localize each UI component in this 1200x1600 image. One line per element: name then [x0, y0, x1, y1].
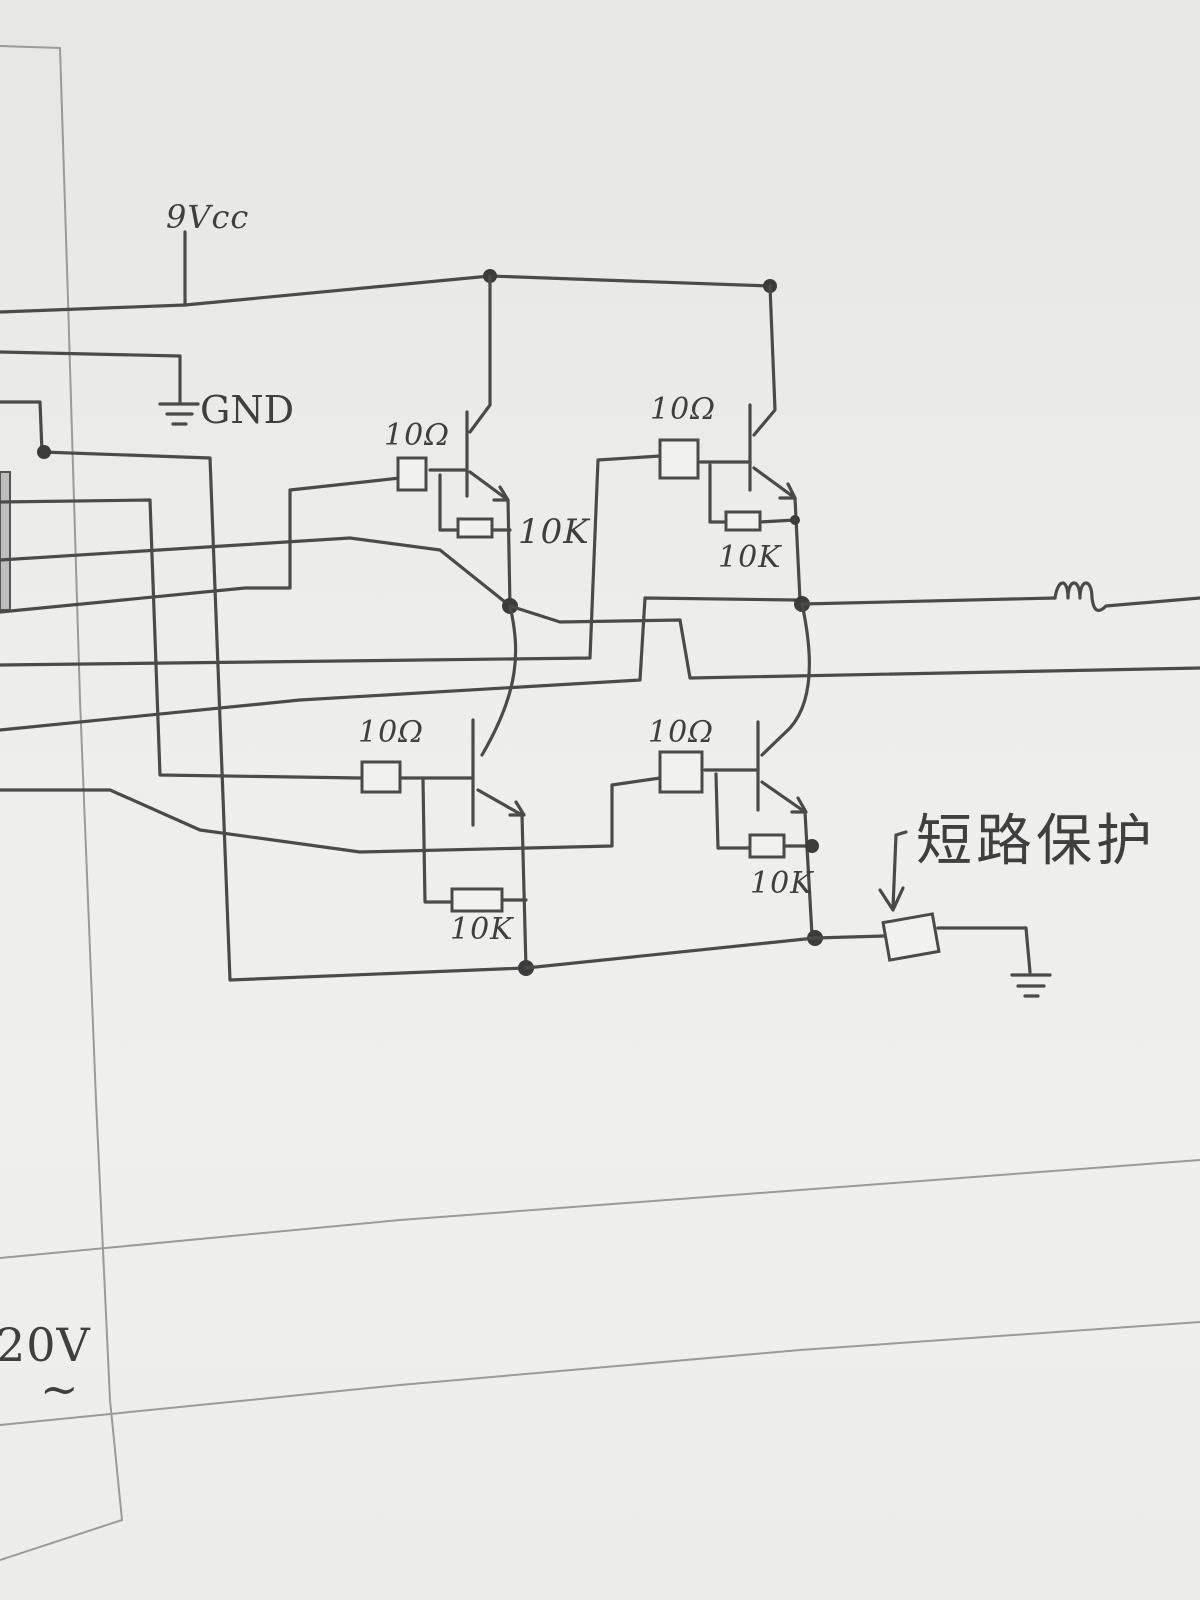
q4-be-resistor — [748, 833, 786, 859]
q3-be-res-wire — [421, 778, 528, 904]
input-wire-7 — [0, 776, 662, 854]
q4-collector — [760, 602, 811, 757]
q1-base-resistor-label: 10Ω — [384, 418, 451, 453]
q2-be-res-wire — [708, 463, 797, 524]
q2-be-resistor-label: 10K — [718, 540, 782, 575]
input-wire-4 — [0, 476, 402, 614]
q3-be-resistor — [450, 887, 504, 913]
margin-line-bottom — [0, 1519, 123, 1561]
q1-emitter-arrow — [492, 485, 510, 502]
ac-symbol-label: ~ — [40, 1362, 80, 1416]
junction-input-1 — [37, 445, 51, 459]
gnd-symbol — [158, 402, 200, 426]
junction-q4-emitter — [805, 839, 819, 853]
rule-line-1 — [0, 1159, 1200, 1259]
left-connector-block — [0, 471, 11, 611]
rule-line-2 — [0, 1321, 1200, 1426]
margin-line-vertical — [59, 47, 123, 1521]
q3-base-resistor — [360, 760, 402, 794]
mid-bridge — [508, 604, 1200, 680]
protection-label: 短路保护 — [916, 809, 1156, 874]
input-wire-2 — [0, 498, 362, 780]
q2-emitter — [752, 466, 802, 602]
protection-resistor — [881, 912, 941, 962]
input-wire-3 — [0, 536, 512, 608]
q3-collector — [480, 604, 518, 757]
q3-base-resistor-label: 10Ω — [358, 715, 425, 750]
ground-symbol — [1010, 973, 1052, 998]
bottom-rail — [524, 934, 886, 970]
q4-base-resistor-label: 10Ω — [648, 715, 715, 750]
junction-q2-emitter — [790, 515, 800, 525]
load-coil — [1053, 581, 1200, 612]
q3-emitter-arrow — [508, 800, 526, 817]
q2-be-resistor — [724, 510, 762, 532]
q2-base-resistor-label: 10Ω — [650, 392, 717, 427]
q3-be-resistor-label: 10K — [450, 912, 514, 947]
q1-be-resistor — [456, 517, 494, 539]
q4-be-resistor-label: 10K — [750, 866, 814, 901]
gnd-label: GND — [200, 388, 295, 432]
q1-be-res-wire — [438, 473, 512, 532]
q2-base-resistor — [658, 438, 700, 480]
protection-to-ground — [936, 926, 1032, 974]
margin-line-top — [0, 45, 61, 49]
load-wire — [800, 596, 1057, 606]
q1-be-resistor-label: 10K — [518, 512, 590, 552]
input-wire-5 — [0, 454, 662, 667]
ac-supply-label: 20V — [0, 1318, 91, 1372]
protection-arrow — [878, 830, 908, 912]
q2-collector — [752, 284, 777, 437]
gnd-wire — [0, 350, 182, 404]
vcc-rail — [0, 274, 772, 314]
q4-base-resistor — [658, 750, 704, 794]
q4-emitter-arrow — [790, 796, 808, 814]
input-wire-6 — [0, 596, 797, 732]
q2-emitter-arrow — [778, 482, 797, 500]
q1-collector — [468, 274, 492, 434]
vcc-label: 9Vcc — [166, 198, 250, 236]
input-wire-1 — [0, 400, 527, 982]
q1-base-resistor — [396, 456, 428, 492]
